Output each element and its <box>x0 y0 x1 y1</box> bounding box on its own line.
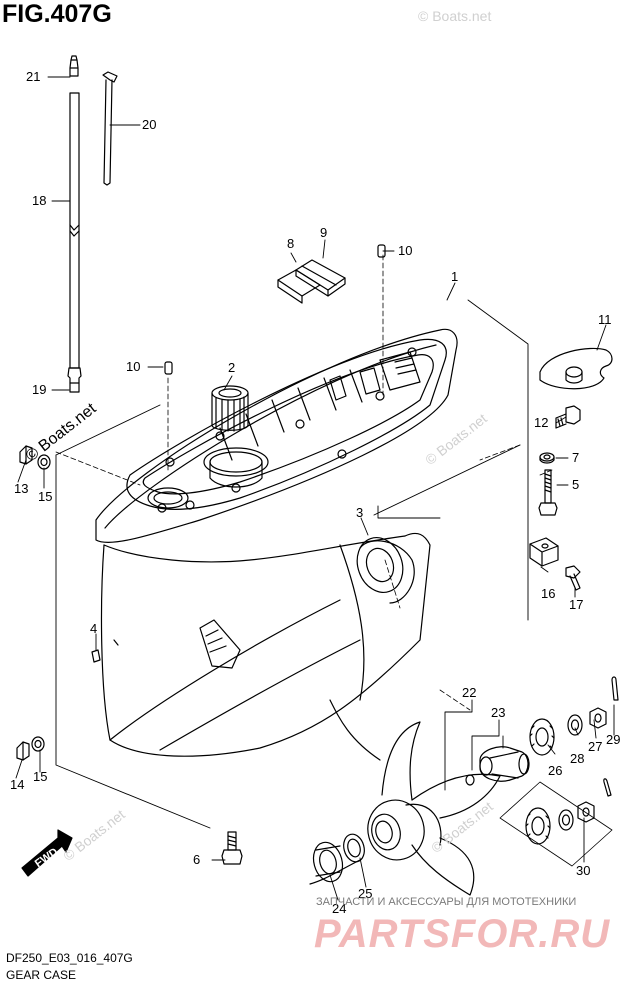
screw-17 <box>565 565 581 591</box>
callout-9[interactable]: 9 <box>320 225 328 240</box>
cotter-pin-29 <box>611 676 619 701</box>
gasket-15-upper <box>37 454 51 470</box>
leader-lines <box>15 76 615 901</box>
callout-6[interactable]: 6 <box>193 852 201 867</box>
fwd-arrow <box>21 829 73 877</box>
watermark-top: © Boats.net <box>418 8 492 24</box>
shaft-seal-21 <box>69 59 79 77</box>
washer-7 <box>539 452 555 464</box>
gasket-15-lower <box>31 736 45 752</box>
callout-8[interactable]: 8 <box>287 236 295 251</box>
callout-1[interactable]: 1 <box>451 269 459 284</box>
bolt-5 <box>538 469 558 516</box>
callout-24[interactable]: 24 <box>332 901 347 916</box>
callout-13[interactable]: 13 <box>14 481 29 496</box>
callout-23[interactable]: 23 <box>491 705 506 720</box>
gear-case-body-1 <box>95 328 458 761</box>
bearing-2 <box>211 385 249 432</box>
spacer-26 <box>529 718 555 756</box>
bolt-12 <box>555 405 581 429</box>
case-frame <box>55 299 529 829</box>
seal-3 <box>356 537 415 604</box>
callout-14[interactable]: 14 <box>10 777 25 792</box>
tie-strap-group <box>102 71 118 186</box>
callout-17[interactable]: 17 <box>569 597 584 612</box>
callout-20[interactable]: 20 <box>142 117 157 132</box>
footer-name: GEAR CASE <box>6 968 77 982</box>
callout-7[interactable]: 7 <box>572 450 580 465</box>
dashed-reference-lines <box>55 254 553 711</box>
shop-tagline: ЗАПЧАСТИ И АКСЕССУАРЫ ДЛЯ МОТОТЕХНИКИ <box>316 896 577 908</box>
callout-26[interactable]: 26 <box>548 763 563 778</box>
driveshaft-18 <box>69 92 80 369</box>
callout-28[interactable]: 28 <box>570 751 585 766</box>
trim-tab-11 <box>539 347 613 390</box>
callout-15-upper[interactable]: 15 <box>38 489 53 504</box>
tie-strap-head <box>102 71 118 83</box>
shop-logo[interactable]: PARTSFOR.RU <box>314 912 611 956</box>
callout-19[interactable]: 19 <box>32 382 47 397</box>
callout-5[interactable]: 5 <box>572 477 580 492</box>
callout-10-upper[interactable]: 10 <box>398 243 413 258</box>
nut-27 <box>589 707 607 729</box>
callout-3[interactable]: 3 <box>356 505 364 520</box>
callout-22[interactable]: 22 <box>462 685 477 700</box>
callout-18[interactable]: 18 <box>32 193 47 208</box>
tie-strap-20 <box>103 79 113 186</box>
washer-28 <box>567 714 583 736</box>
block-16 <box>529 537 559 567</box>
footer-code: DF250_E03_016_407G <box>6 951 133 965</box>
water-inlet <box>199 619 241 669</box>
callout-27[interactable]: 27 <box>588 739 603 754</box>
callout-10-lower[interactable]: 10 <box>126 359 141 374</box>
shaft-end-19 <box>67 367 82 393</box>
bolt-6 <box>221 831 243 865</box>
lower-housing <box>100 532 431 757</box>
callout-15-lower[interactable]: 15 <box>33 769 48 784</box>
callout-25[interactable]: 25 <box>358 886 373 901</box>
callout-29[interactable]: 29 <box>606 732 621 747</box>
bushing-23 <box>465 746 530 786</box>
case-top-deck <box>126 338 447 510</box>
callout-30[interactable]: 30 <box>576 863 591 878</box>
plug-14 <box>16 741 30 761</box>
callout-12[interactable]: 12 <box>534 415 549 430</box>
callout-16[interactable]: 16 <box>541 586 556 601</box>
plug-13 <box>19 445 33 465</box>
hub-kit-30 <box>499 778 613 867</box>
washer-25 <box>343 833 365 863</box>
thrust-hub-24 <box>312 841 344 883</box>
plug-8-9 <box>277 259 346 304</box>
prop-blade-top <box>381 721 421 801</box>
driveshaft-group <box>67 55 82 393</box>
anti-cavitation-plate <box>95 328 458 543</box>
callout-21[interactable]: 21 <box>26 69 41 84</box>
figure-title: FIG.407G <box>2 0 112 28</box>
propeller <box>309 721 501 896</box>
callout-4[interactable]: 4 <box>90 621 98 636</box>
callout-11[interactable]: 11 <box>598 312 612 327</box>
callout-2[interactable]: 2 <box>228 360 236 375</box>
dowel-pins-10 <box>164 244 386 375</box>
pin-4 <box>91 649 101 663</box>
